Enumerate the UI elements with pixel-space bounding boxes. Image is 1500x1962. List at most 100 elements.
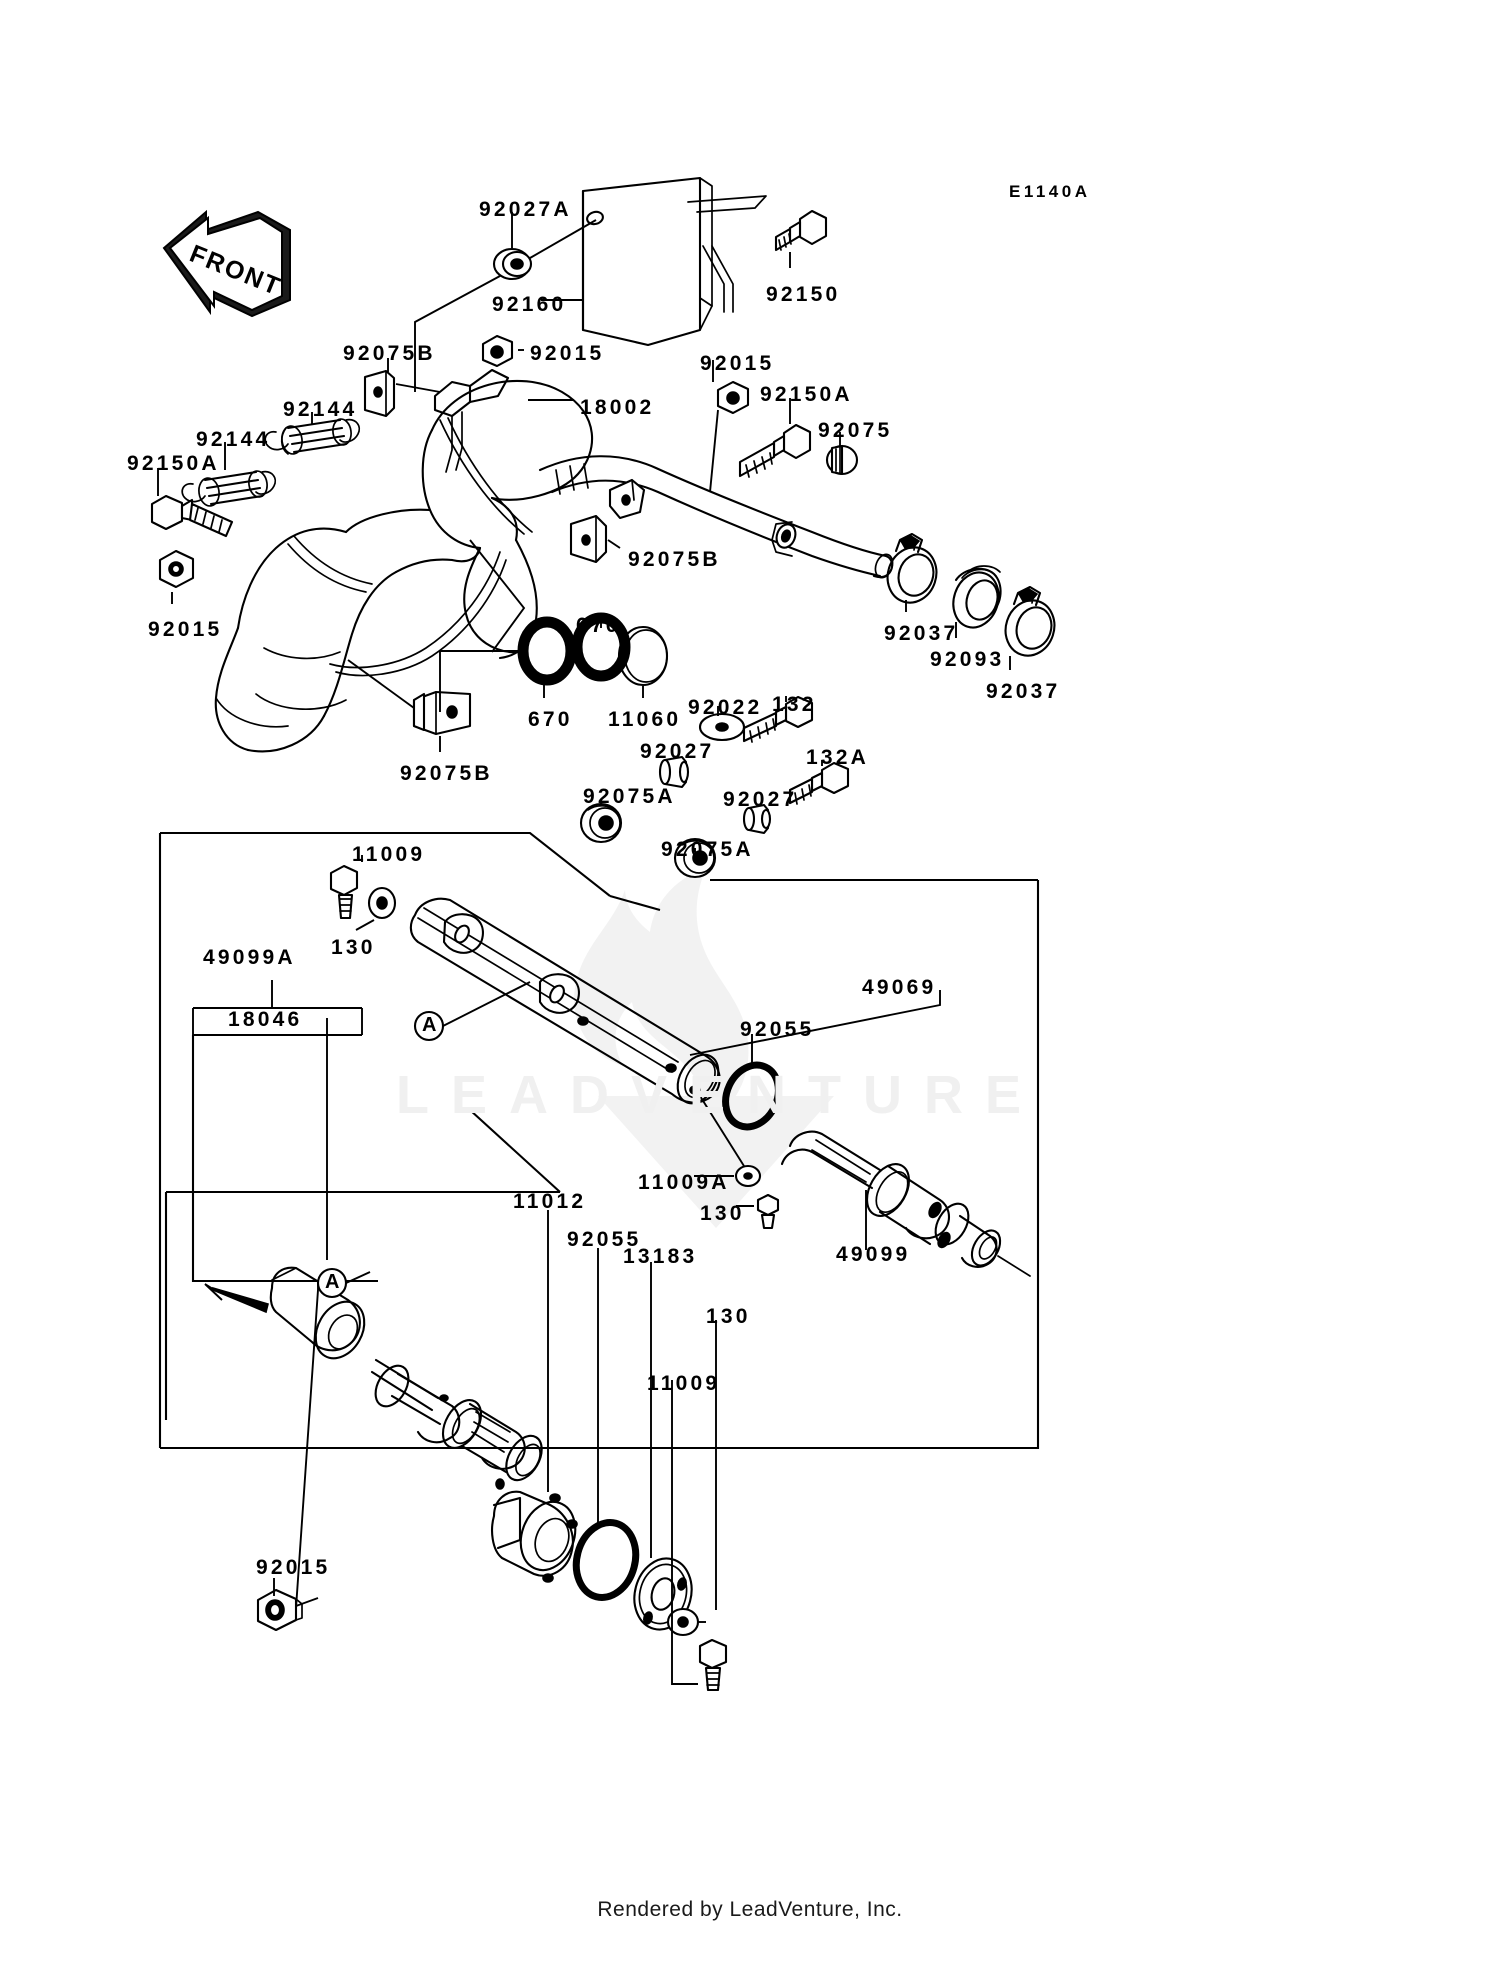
callout-18002: 18002 <box>580 396 655 419</box>
pipe-clamp-ring <box>771 521 797 557</box>
part-92055-oring-center <box>572 1519 640 1601</box>
part-92075A-damper-1 <box>579 802 623 844</box>
callout-11009: 11009 <box>647 1372 721 1395</box>
part-92027-collar-1 <box>658 755 690 789</box>
part-49069-silencer-body <box>409 897 721 1105</box>
part-11009-bolt-upper <box>329 864 359 920</box>
part-92075B-damper-left <box>363 369 396 418</box>
inset-frame-diagonal <box>164 1109 561 1420</box>
watermark-wordmark: LEADVENTURE <box>396 1065 1044 1125</box>
part-92150A-bolt-left <box>150 494 234 538</box>
reference-bubble-letter: A <box>325 1271 340 1293</box>
leader-bubbleA2 <box>345 1271 371 1284</box>
part-92037-clamp-right <box>1004 585 1056 657</box>
part-92075B-damper-center <box>569 514 608 564</box>
part-18002-muffler <box>214 368 594 753</box>
leader-11009-bottom <box>671 1380 698 1685</box>
callout-92015: 92015 <box>530 342 605 365</box>
part-49099-tailpipe <box>780 1130 1031 1277</box>
callout-92027A: 92027A <box>479 198 572 221</box>
diagram-code: E1140A <box>1009 182 1091 201</box>
callout-11060: 11060 <box>608 708 682 731</box>
callout-49069: 49069 <box>862 976 937 999</box>
part-92015-nut-upper <box>481 334 514 368</box>
leader-92075B-left-b <box>395 383 441 393</box>
leader-92075B-center <box>607 539 621 549</box>
callout-92150: 92150 <box>766 283 841 306</box>
callout-92055: 92055 <box>567 1228 642 1251</box>
callout-670: 670 <box>576 614 621 637</box>
leader-670-to-body <box>439 650 523 712</box>
part-92037-clamp-left <box>886 532 938 604</box>
leader-49069 <box>689 990 941 1056</box>
part-92075B-damper-lower-left <box>412 690 472 736</box>
callout-92075: 92075 <box>818 419 893 442</box>
callout-92150A: 92150A <box>127 452 220 475</box>
callout-92075B: 92075B <box>400 762 493 785</box>
callout-49099: 49099 <box>836 1243 911 1266</box>
callout-92093: 92093 <box>930 648 1005 671</box>
callout-92037: 92037 <box>986 680 1061 703</box>
leader-92160-bracket <box>414 275 501 392</box>
callout-92075A: 92075A <box>661 838 754 861</box>
part-130-bolt-center <box>756 1193 780 1230</box>
part-92027A-collar <box>492 247 533 281</box>
callout-92037: 92037 <box>884 622 959 645</box>
callout-49099A: 49099A <box>203 946 296 969</box>
part-92055-oring-right <box>722 1061 782 1131</box>
callout-92075B: 92075B <box>628 548 721 571</box>
footer-credit: Rendered by LeadVenture, Inc. <box>597 1898 903 1921</box>
callout-11009: 11009 <box>352 843 426 866</box>
reference-bubble-letter: A <box>422 1014 437 1036</box>
leader-92075B-lower-left-b <box>347 659 415 709</box>
part-92022-washer <box>698 712 746 742</box>
callout-92144: 92144 <box>283 398 358 421</box>
part-92150A-bolt-right <box>738 423 812 478</box>
part-92015-nut-right <box>716 380 750 415</box>
callout-670: 670 <box>528 708 573 731</box>
callout-92015: 92015 <box>148 618 223 641</box>
callout-18046: 18046 <box>228 1008 303 1031</box>
reference-bubble-A-1 <box>413 1010 445 1042</box>
callout-92027: 92027 <box>640 740 715 763</box>
part-92075A-damper-2 <box>673 837 717 879</box>
inset-frame-49099A <box>191 1033 378 1283</box>
part-92015-nut-left <box>158 549 195 589</box>
part-49099A-inner-tube <box>370 1358 543 1490</box>
callout-92015: 92015 <box>700 352 775 375</box>
callout-130: 130 <box>706 1305 751 1328</box>
callout-92075B: 92075B <box>343 342 436 365</box>
part-11060-gasket <box>617 625 669 687</box>
callout-92055: 92055 <box>740 1018 815 1041</box>
watermark-flame <box>574 868 834 1228</box>
part-11009-bolt-bottom <box>698 1638 728 1692</box>
callout-92075A: 92075A <box>583 785 676 808</box>
callout-11012: 11012 <box>513 1190 587 1213</box>
part-130-washer-upper <box>367 886 397 920</box>
leader-92015-right-b <box>709 409 719 493</box>
front-arrow: FRONT <box>148 200 318 320</box>
callout-132A: 132A <box>806 746 870 769</box>
callout-92022: 92022 <box>688 696 763 719</box>
part-92015-nut-bottom <box>256 1588 303 1632</box>
part-92093-joint <box>952 565 1002 629</box>
inset-frame-parallelogram <box>158 831 1040 1450</box>
part-130-washer-bottom <box>666 1607 700 1637</box>
leader-92027A-to-shield <box>529 219 597 259</box>
part-92144-spring-upper <box>264 418 361 455</box>
leader-11009A-b <box>699 1095 745 1167</box>
part-92075-grommet <box>825 444 859 476</box>
part-exhaust-header-pipe <box>538 455 894 579</box>
part-670-gasket-1 <box>517 616 577 686</box>
part-92027-collar-2 <box>742 803 772 835</box>
callout-130: 130 <box>700 1202 745 1225</box>
part-18046-packing <box>269 1266 366 1360</box>
leader-A-bubble1 <box>442 981 531 1027</box>
callout-92150A: 92150A <box>760 383 853 406</box>
leader-130-upper <box>355 919 375 931</box>
callout-92160: 92160 <box>492 293 567 316</box>
callout-92144: 92144 <box>196 428 271 451</box>
callout-13183: 13183 <box>623 1245 698 1268</box>
